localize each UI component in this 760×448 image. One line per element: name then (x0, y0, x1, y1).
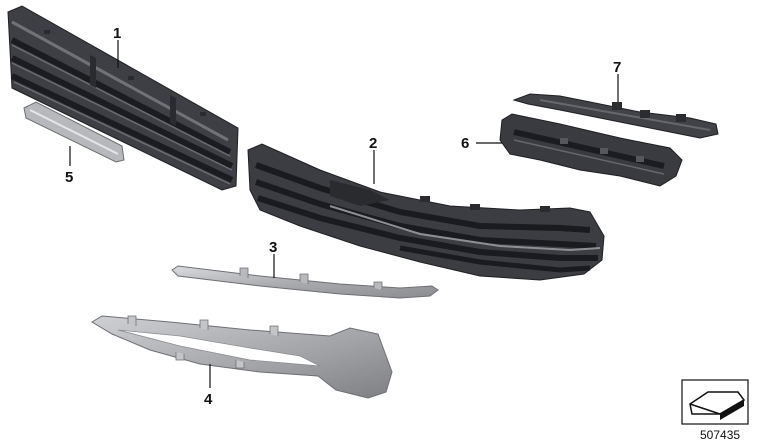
diagram-number: 507435 (700, 428, 741, 442)
part-7-bracket (512, 93, 719, 139)
part-3-trim-strip (171, 265, 439, 299)
part-5-bracket (23, 101, 125, 163)
part-6-bracket (499, 113, 683, 187)
part-4-trim-surround (91, 315, 393, 399)
callout-3: 3 (269, 239, 277, 256)
part-2-lower-grille (247, 143, 605, 281)
callout-2: 2 (369, 135, 377, 152)
car-front-corner-icon (681, 379, 749, 425)
callout-4: 4 (204, 391, 213, 408)
part-1-upper-grille (7, 5, 239, 191)
callout-7: 7 (613, 59, 621, 76)
callout-5: 5 (65, 169, 73, 186)
callout-6: 6 (461, 135, 469, 152)
callout-1: 1 (113, 25, 121, 42)
